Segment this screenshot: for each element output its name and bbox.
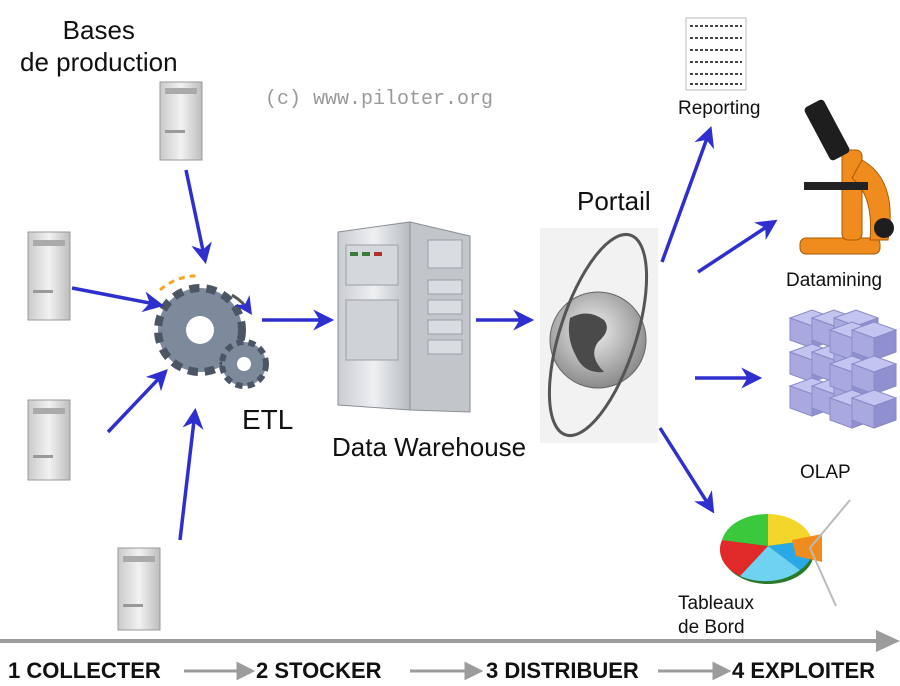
stage-store-label: 2 STOCKER [256,658,382,683]
reporting-label: Reporting [678,98,761,119]
sources-label: Bases de production [20,15,178,77]
dashboard-pie-chart-icon [719,499,851,607]
stage-exploit-label: 4 EXPLOITER [732,658,876,683]
flow-arrow [184,169,212,265]
flow-arrow [658,427,715,514]
datamining-label: Datamining [786,270,883,291]
flow-arrow [106,368,168,434]
source-server-icon [27,399,71,481]
data-warehouse-icon [337,221,471,413]
watermark: (c) www.piloter.org [265,88,494,111]
etl-gears-icon [154,274,269,389]
dashboards-label: Tableaux de Bord [678,593,755,638]
portal-globe-icon [540,228,658,443]
portal-label: Portail [577,186,651,216]
olap-label: OLAP [800,462,851,483]
timeline [0,630,900,681]
flow-arrow [660,126,715,263]
olap-cube-icon [788,309,898,429]
microscope-icon [799,99,894,255]
flow-arrow [71,286,165,313]
flow-arrow [697,219,778,274]
source-server-icon [117,547,161,631]
source-server-icon [159,81,203,161]
olap-cube-block [873,397,897,429]
flow-arrow [178,407,204,541]
olap-cube-block [873,329,897,361]
stage-distribute-label: 3 DISTRIBUER [486,658,639,683]
data-warehouse-label: Data Warehouse [332,432,527,462]
etl-label: ETL [242,404,294,435]
olap-cube-block [873,363,897,395]
source-server-icon [27,231,71,321]
reporting-document-icon [685,17,747,91]
stage-collect-label: 1 COLLECTER [8,658,161,683]
